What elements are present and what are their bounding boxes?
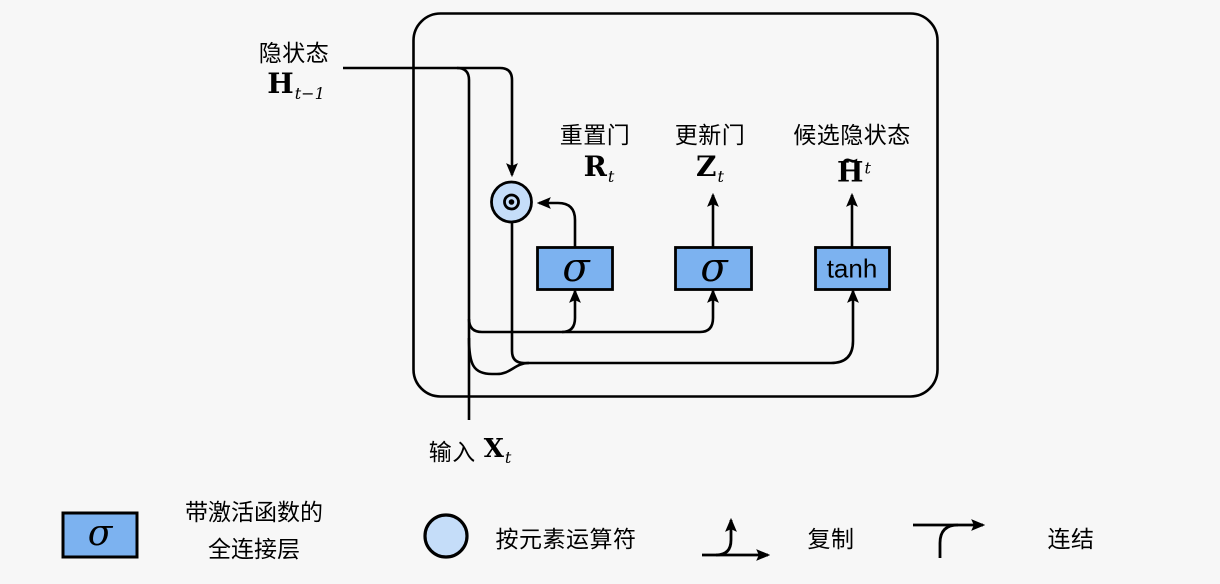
reset-sigma-label: σ (562, 245, 590, 291)
legend-elementwise-label: 按元素运算符 (495, 526, 637, 552)
hidden-state-symbol: Ht−1 (267, 67, 325, 103)
gru-cell-boundary (412, 12, 939, 398)
update-gate-symbol: Zt (696, 150, 724, 186)
candidate-state-label: 候选隐状态 (793, 122, 911, 148)
legend-fc-sigma-label: σ (87, 513, 113, 554)
legend-concat-label: 连结 (1047, 526, 1095, 552)
input-merge-curve (467, 337, 530, 376)
legend-copy-label: 复制 (807, 526, 855, 552)
elementwise-operator-dot (508, 199, 515, 205)
tanh-box (814, 246, 891, 291)
reset-input-arrow (561, 288, 581, 334)
hidden-state-line (343, 66, 518, 178)
reset-feedback-arrow (536, 197, 577, 247)
legend-fc-box (61, 511, 139, 559)
hidden-input-merge-line (456, 66, 471, 420)
hidden-state-label: 隐状态 (258, 40, 330, 66)
update-sigma-box (674, 246, 753, 291)
gate-input-line (467, 288, 719, 334)
elementwise-operator-ring (503, 193, 520, 211)
update-sigma-label: σ (700, 245, 728, 291)
concat-icon-merge (938, 523, 959, 558)
update-gate-label: 更新门 (674, 122, 746, 148)
legend-elementwise-circle (423, 513, 469, 559)
elementwise-output-line (510, 223, 859, 365)
reset-gate-symbol: Rt (583, 150, 615, 186)
reset-gate-label: 重置门 (559, 122, 631, 148)
tanh-label: tanh (826, 253, 878, 284)
copy-icon-branch (715, 517, 737, 557)
legend-fc-label: 带激活函数的 全连接层 (185, 499, 323, 562)
reset-sigma-box (536, 246, 614, 291)
